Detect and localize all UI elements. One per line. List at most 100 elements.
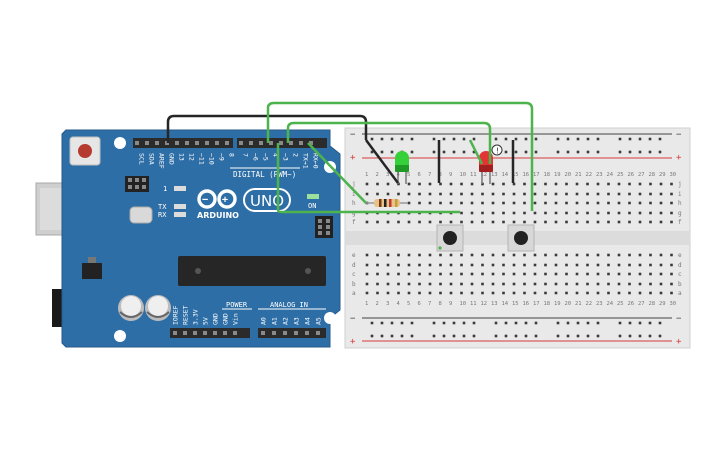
breadboard-hole[interactable] (628, 263, 631, 267)
breadboard-hole[interactable] (428, 192, 432, 196)
breadboard-hole[interactable] (565, 291, 568, 295)
breadboard-hole[interactable] (397, 192, 400, 196)
breadboard-hole[interactable] (586, 272, 589, 276)
rail-hole[interactable] (432, 321, 436, 325)
breadboard-hole[interactable] (523, 201, 526, 205)
breadboard-hole[interactable] (670, 182, 673, 186)
breadboard-hole[interactable] (533, 291, 537, 295)
breadboard-hole[interactable] (575, 220, 579, 224)
breadboard-hole[interactable] (607, 192, 610, 196)
breadboard-hole[interactable] (512, 201, 516, 205)
breadboard-hole[interactable] (565, 282, 568, 286)
breadboard-hole[interactable] (397, 263, 400, 267)
breadboard-hole[interactable] (649, 253, 652, 257)
breadboard-hole[interactable] (460, 182, 463, 186)
breadboard-hole[interactable] (428, 282, 432, 286)
breadboard-hole[interactable] (407, 263, 411, 267)
breadboard-hole[interactable] (607, 182, 610, 186)
rail-hole[interactable] (432, 137, 436, 141)
header-pin-hole[interactable] (309, 141, 313, 145)
rail-hole[interactable] (370, 334, 374, 338)
rail-hole[interactable] (556, 150, 560, 154)
rail-hole[interactable] (618, 321, 622, 325)
breadboard-hole[interactable] (449, 272, 453, 276)
breadboard-hole[interactable] (386, 182, 390, 186)
breadboard-hole[interactable] (544, 272, 547, 276)
header-pin-hole[interactable] (173, 331, 177, 335)
rail-hole[interactable] (638, 150, 642, 154)
breadboard-hole[interactable] (554, 211, 558, 215)
breadboard-hole[interactable] (428, 220, 432, 224)
breadboard-hole[interactable] (365, 253, 369, 257)
rail-hole[interactable] (380, 334, 384, 338)
breadboard-hole[interactable] (596, 182, 600, 186)
breadboard-hole[interactable] (428, 263, 432, 267)
breadboard-hole[interactable] (481, 253, 484, 257)
breadboard-hole[interactable] (649, 272, 652, 276)
breadboard-hole[interactable] (386, 192, 390, 196)
breadboard-hole[interactable] (638, 192, 642, 196)
header-pin-hole[interactable] (155, 141, 159, 145)
breadboard-hole[interactable] (659, 220, 663, 224)
breadboard-hole[interactable] (638, 220, 642, 224)
rail-hole[interactable] (514, 137, 518, 141)
breadboard-hole[interactable] (628, 220, 631, 224)
header-pin-hole[interactable] (233, 331, 237, 335)
breadboard-hole[interactable] (418, 201, 421, 205)
header-pin-hole[interactable] (239, 141, 243, 145)
breadboard-hole[interactable] (586, 291, 589, 295)
breadboard-hole[interactable] (596, 272, 600, 276)
breadboard-hole[interactable] (554, 272, 558, 276)
breadboard-hole[interactable] (512, 211, 516, 215)
breadboard-hole[interactable] (512, 182, 516, 186)
breadboard-hole[interactable] (628, 291, 631, 295)
rail-hole[interactable] (462, 334, 466, 338)
rail-hole[interactable] (586, 150, 590, 154)
green-wire-pin4[interactable] (276, 143, 460, 214)
breadboard-hole[interactable] (596, 263, 600, 267)
breadboard-hole[interactable] (428, 253, 432, 257)
breadboard-hole[interactable] (638, 182, 642, 186)
breadboard-hole[interactable] (575, 182, 579, 186)
breadboard-hole[interactable] (376, 263, 379, 267)
breadboard-hole[interactable] (670, 201, 673, 205)
breadboard-hole[interactable] (523, 291, 526, 295)
rail-hole[interactable] (442, 150, 446, 154)
breadboard-hole[interactable] (460, 220, 463, 224)
breadboard-hole[interactable] (407, 272, 411, 276)
breadboard-hole[interactable] (649, 211, 652, 215)
rail-hole[interactable] (618, 334, 622, 338)
breadboard-hole[interactable] (638, 272, 642, 276)
breadboard-hole[interactable] (481, 201, 484, 205)
breadboard-hole[interactable] (659, 211, 663, 215)
header-pin-hole[interactable] (193, 331, 197, 335)
breadboard-hole[interactable] (407, 291, 411, 295)
black-wire-led[interactable] (364, 139, 400, 184)
rail-hole[interactable] (370, 150, 374, 154)
rail-hole[interactable] (524, 150, 528, 154)
breadboard-hole[interactable] (523, 272, 526, 276)
breadboard-hole[interactable] (365, 220, 369, 224)
breadboard-hole[interactable] (502, 201, 505, 205)
rail-hole[interactable] (534, 321, 538, 325)
rail-hole[interactable] (494, 137, 498, 141)
green-wire-pin3[interactable] (286, 121, 492, 164)
breadboard-hole[interactable] (649, 263, 652, 267)
breadboard-hole[interactable] (376, 272, 379, 276)
breadboard-hole[interactable] (481, 220, 484, 224)
breadboard-hole[interactable] (565, 211, 568, 215)
breadboard-hole[interactable] (449, 192, 453, 196)
breadboard-hole[interactable] (386, 253, 390, 257)
breadboard-hole[interactable] (502, 291, 505, 295)
rail-hole[interactable] (556, 321, 560, 325)
rail-hole[interactable] (462, 321, 466, 325)
breadboard-hole[interactable] (544, 211, 547, 215)
rail-hole[interactable] (586, 137, 590, 141)
breadboard-hole[interactable] (649, 201, 652, 205)
breadboard-hole[interactable] (481, 211, 484, 215)
rail-hole[interactable] (596, 150, 600, 154)
breadboard-hole[interactable] (659, 201, 663, 205)
arduino-board[interactable]: 1 TX RX − + ARDUINO UNO ON (35, 129, 341, 348)
green-led[interactable] (395, 151, 409, 184)
rail-hole[interactable] (380, 321, 384, 325)
